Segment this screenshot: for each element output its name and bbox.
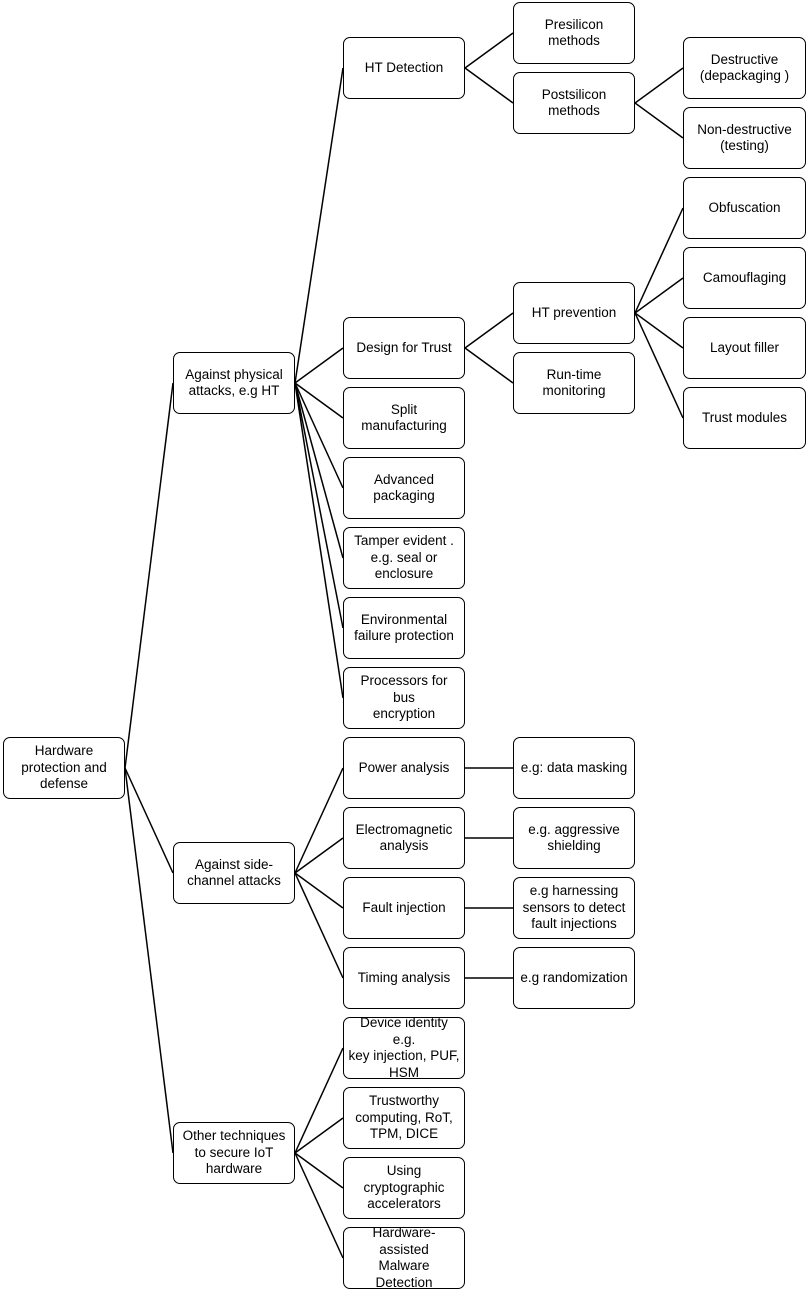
node-split-mfg: Split manufacturing	[343, 387, 465, 449]
edge-ht-prevention-to-camouflaging	[634, 277, 684, 314]
edge-postsilicon-to-non-destructive	[634, 102, 684, 139]
node-sidechannel: Against side- channel attacks	[173, 842, 295, 904]
node-destructive: Destructive (depackaging )	[683, 37, 806, 99]
edge-ht-prevention-to-layout-filler	[634, 312, 684, 349]
edge-ht-detection-to-postsilicon	[464, 67, 514, 104]
edge-other-to-malware-detect	[294, 1152, 344, 1259]
edge-postsilicon-to-destructive	[634, 67, 684, 104]
node-trustworthy: Trustworthy computing, RoT, TPM, DICE	[343, 1087, 465, 1149]
edge-design-trust-to-ht-prevention	[464, 312, 514, 349]
node-em-analysis: Electromagnetic analysis	[343, 807, 465, 869]
edge-physical-to-env-failure	[294, 382, 344, 629]
node-ht-detection: HT Detection	[343, 37, 465, 99]
node-runtime-monitoring: Run-time monitoring	[513, 352, 635, 414]
edge-physical-to-ht-detection	[294, 67, 344, 384]
edge-physical-to-tamper	[294, 382, 344, 559]
node-randomization: e.g randomization	[513, 947, 635, 1009]
node-env-failure: Environmental failure protection	[343, 597, 465, 659]
node-presilicon: Presilicon methods	[513, 2, 635, 64]
edge-root-to-other	[124, 767, 174, 1154]
node-obfuscation: Obfuscation	[683, 177, 806, 239]
node-layout-filler: Layout filler	[683, 317, 806, 379]
node-data-masking: e.g: data masking	[513, 737, 635, 799]
node-postsilicon: Postsilicon methods	[513, 72, 635, 134]
node-physical: Against physical attacks, e.g HT	[173, 352, 295, 414]
node-timing-analysis: Timing analysis	[343, 947, 465, 1009]
edge-sidechannel-to-fault-injection	[294, 872, 344, 909]
node-adv-packaging: Advanced packaging	[343, 457, 465, 519]
node-fault-injection: Fault injection	[343, 877, 465, 939]
edge-other-to-device-identity	[294, 1047, 344, 1154]
edge-sidechannel-to-timing-analysis	[294, 872, 344, 979]
node-bus-encryption: Processors for bus encryption	[343, 667, 465, 729]
edge-other-to-trustworthy	[294, 1117, 344, 1154]
edge-physical-to-adv-packaging	[294, 382, 344, 489]
edge-physical-to-split-mfg	[294, 382, 344, 419]
node-device-identity: Device identity e.g. key injection, PUF,…	[343, 1015, 465, 1080]
node-non-destructive: Non-destructive (testing)	[683, 107, 806, 169]
edge-ht-detection-to-presilicon	[464, 32, 514, 69]
node-camouflaging: Camouflaging	[683, 247, 806, 309]
node-design-trust: Design for Trust	[343, 317, 465, 379]
edge-ht-prevention-to-obfuscation	[634, 207, 684, 314]
edge-design-trust-to-runtime-monitoring	[464, 347, 514, 384]
node-power-analysis: Power analysis	[343, 737, 465, 799]
node-other: Other techniques to secure IoT hardware	[173, 1122, 295, 1184]
edge-physical-to-design-trust	[294, 347, 344, 384]
edge-physical-to-bus-encryption	[294, 382, 344, 699]
node-trust-modules: Trust modules	[683, 387, 806, 449]
edge-root-to-sidechannel	[124, 767, 174, 874]
node-sensors: e.g harnessing sensors to detect fault i…	[513, 877, 635, 939]
node-tamper: Tamper evident . e.g. seal or enclosure	[343, 527, 465, 589]
edge-sidechannel-to-em-analysis	[294, 837, 344, 874]
edge-other-to-crypto-acc	[294, 1152, 344, 1189]
node-crypto-acc: Using cryptographic accelerators	[343, 1157, 465, 1219]
node-shielding: e.g. aggressive shielding	[513, 807, 635, 869]
node-malware-detect: Hardware-assisted Malware Detection	[343, 1225, 465, 1290]
edge-root-to-physical	[124, 382, 174, 769]
edge-ht-prevention-to-trust-modules	[634, 312, 684, 419]
node-ht-prevention: HT prevention	[513, 282, 635, 344]
edge-sidechannel-to-power-analysis	[294, 767, 344, 874]
node-root: Hardware protection and defense	[3, 737, 125, 799]
